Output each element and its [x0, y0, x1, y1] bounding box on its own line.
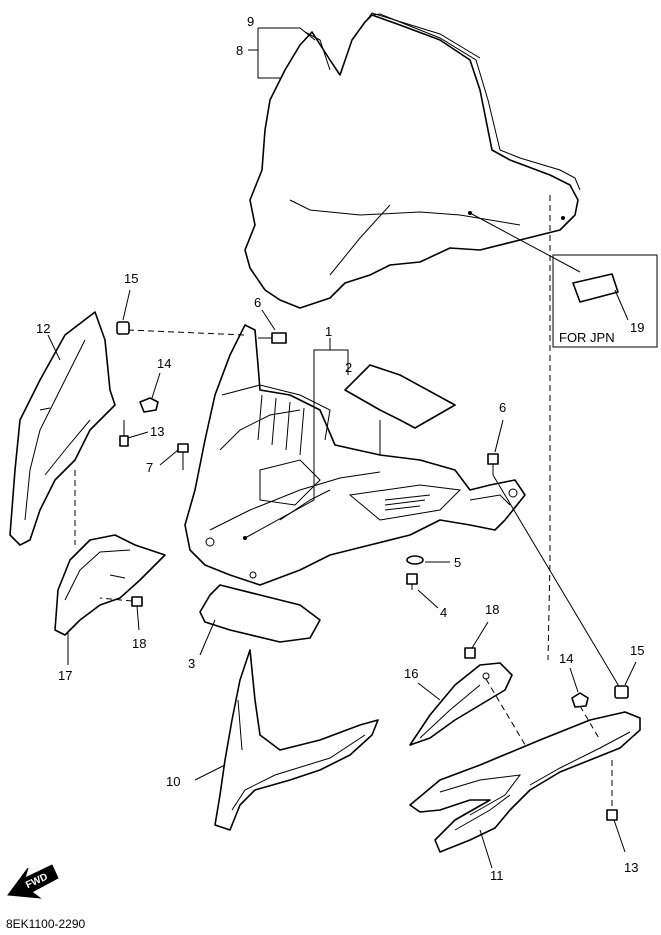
callout-15a: 15 [124, 271, 138, 286]
callout-11: 11 [490, 868, 504, 883]
callout-19: 19 [630, 320, 644, 335]
label-box-for-jpn [552, 254, 658, 348]
inner-panel [344, 364, 456, 429]
dashed-guide-15 [127, 329, 246, 336]
callout-5: 5 [454, 555, 461, 570]
callout-18a: 18 [132, 636, 146, 651]
guide-6-15 [492, 474, 621, 689]
bolt-6-right [487, 419, 504, 475]
dashed-guide-16 [485, 678, 541, 771]
leader-14b [569, 667, 579, 693]
callout-6a: 6 [254, 295, 261, 310]
upper-cowling [184, 324, 526, 586]
callout-15b: 15 [630, 643, 644, 658]
inner-panel-left [54, 534, 166, 636]
windshield [244, 12, 581, 309]
side-cowl-left [9, 311, 116, 546]
bolt-18-left [99, 596, 143, 631]
leader-10 [194, 764, 226, 781]
callout-1-2-bracket [244, 338, 381, 539]
bolt-13-left [119, 420, 149, 447]
leader-12 [47, 334, 61, 361]
leader-3 [199, 619, 216, 656]
under-cowl-left [214, 649, 379, 831]
callout-13a: 13 [150, 424, 164, 439]
callout-16: 16 [404, 666, 418, 681]
under-cowl-right [409, 711, 641, 853]
callout-12: 12 [36, 321, 50, 336]
label-box-text: FOR JPN [559, 330, 615, 345]
fwd-arrow-icon [7, 864, 59, 899]
screw-7 [159, 443, 189, 470]
leader-19 [469, 212, 581, 273]
leader-16 [417, 682, 441, 701]
callout-7: 7 [146, 460, 153, 475]
callout-14b: 14 [559, 651, 573, 666]
bolt-18-right [464, 621, 489, 659]
nut-14-left [139, 397, 159, 413]
callout-3: 3 [188, 656, 195, 671]
washer-5 [406, 555, 450, 565]
diagram-code: 8EK1100-2290 [6, 917, 86, 931]
callout-13b: 13 [624, 860, 638, 875]
screw-6-center [258, 309, 287, 344]
screw-4 [406, 573, 439, 609]
leader-11 [479, 829, 493, 869]
dashed-guide-right [547, 195, 551, 661]
callout-8-9-bracket [248, 27, 316, 79]
dashed-guide-14 [579, 705, 601, 741]
leader-14a [151, 372, 161, 399]
side-cover-16 [409, 662, 513, 746]
callout-14a: 14 [157, 356, 171, 371]
callout-8: 8 [236, 43, 243, 58]
leader-15b [624, 661, 637, 686]
callout-18b: 18 [485, 602, 499, 617]
collar-15-left [116, 321, 130, 335]
callout-4: 4 [440, 605, 447, 620]
callout-10: 10 [166, 774, 180, 789]
callout-17: 17 [58, 668, 72, 683]
callout-1: 1 [325, 324, 332, 339]
inner-cover [199, 584, 321, 643]
nut-14-right [571, 692, 589, 708]
callout-6b: 6 [499, 400, 506, 415]
bolt-13-right [606, 760, 626, 853]
callout-2: 2 [345, 360, 352, 375]
leader-15a [122, 289, 131, 321]
callout-9: 9 [247, 14, 254, 29]
collar-15-right [614, 685, 629, 699]
